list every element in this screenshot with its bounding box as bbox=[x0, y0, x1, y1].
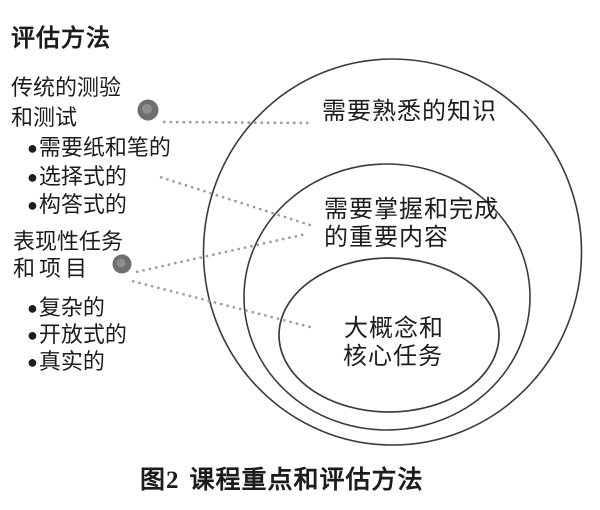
figure-number: 图2 bbox=[140, 467, 180, 494]
bullet-icon: ● bbox=[27, 195, 38, 215]
connector-traditional-to-outer bbox=[162, 120, 312, 125]
outer-ring-label: 需要熟悉的知识 bbox=[322, 99, 497, 125]
middle-ring-ellipse bbox=[243, 163, 531, 431]
list-item-open-ended: ●开放式的 bbox=[27, 322, 127, 348]
connector-items-to-middle bbox=[159, 175, 314, 228]
page-title: 评估方法 bbox=[11, 25, 111, 52]
list-item-label: 选择式的 bbox=[38, 164, 127, 189]
list-item-paper-pencil: ●需要纸和笔的 bbox=[27, 135, 171, 161]
list-item-label: 真实的 bbox=[38, 349, 105, 374]
inner-ring-label-line2: 核心任务 bbox=[343, 344, 443, 370]
group2-title-line2: 和项目 bbox=[13, 256, 92, 281]
list-item-authentic: ●真实的 bbox=[27, 349, 105, 375]
group2-title-line1: 表现性任务 bbox=[13, 229, 124, 254]
bullet-icon: ● bbox=[27, 325, 38, 345]
list-item-label: 需要纸和笔的 bbox=[38, 135, 171, 160]
list-item-label: 构答式的 bbox=[38, 192, 127, 217]
bullet-icon: ● bbox=[27, 138, 38, 158]
group1-title-line1: 传统的测验 bbox=[11, 75, 122, 100]
list-item-label: 开放式的 bbox=[38, 322, 127, 347]
figure-caption: 图2 课程重点和评估方法 bbox=[140, 467, 424, 495]
list-item-constructed-response: ●构答式的 bbox=[27, 192, 127, 218]
list-item-label: 复杂的 bbox=[38, 295, 105, 320]
bullet-icon: ● bbox=[27, 167, 38, 187]
connector-performance-to-middle bbox=[135, 232, 307, 274]
inner-ring-label-line1: 大概念和 bbox=[344, 316, 444, 342]
list-item-selected-response: ●选择式的 bbox=[27, 164, 127, 190]
figure-caption-text: 课程重点和评估方法 bbox=[189, 467, 424, 494]
list-item-complex: ●复杂的 bbox=[27, 295, 105, 321]
group1-title-line2: 和测试 bbox=[11, 105, 78, 130]
inner-ring-ellipse bbox=[278, 257, 500, 413]
performance-tasks-marker-dot-icon bbox=[112, 254, 132, 274]
outer-ring-ellipse bbox=[202, 58, 583, 446]
middle-ring-label-line2: 的重要内容 bbox=[324, 225, 449, 251]
bullet-icon: ● bbox=[27, 352, 38, 372]
traditional-tests-marker-dot-icon bbox=[137, 99, 159, 121]
bullet-icon: ● bbox=[27, 298, 38, 318]
middle-ring-label-line1: 需要掌握和完成 bbox=[324, 197, 499, 223]
connector-performance-to-inner bbox=[131, 279, 315, 330]
